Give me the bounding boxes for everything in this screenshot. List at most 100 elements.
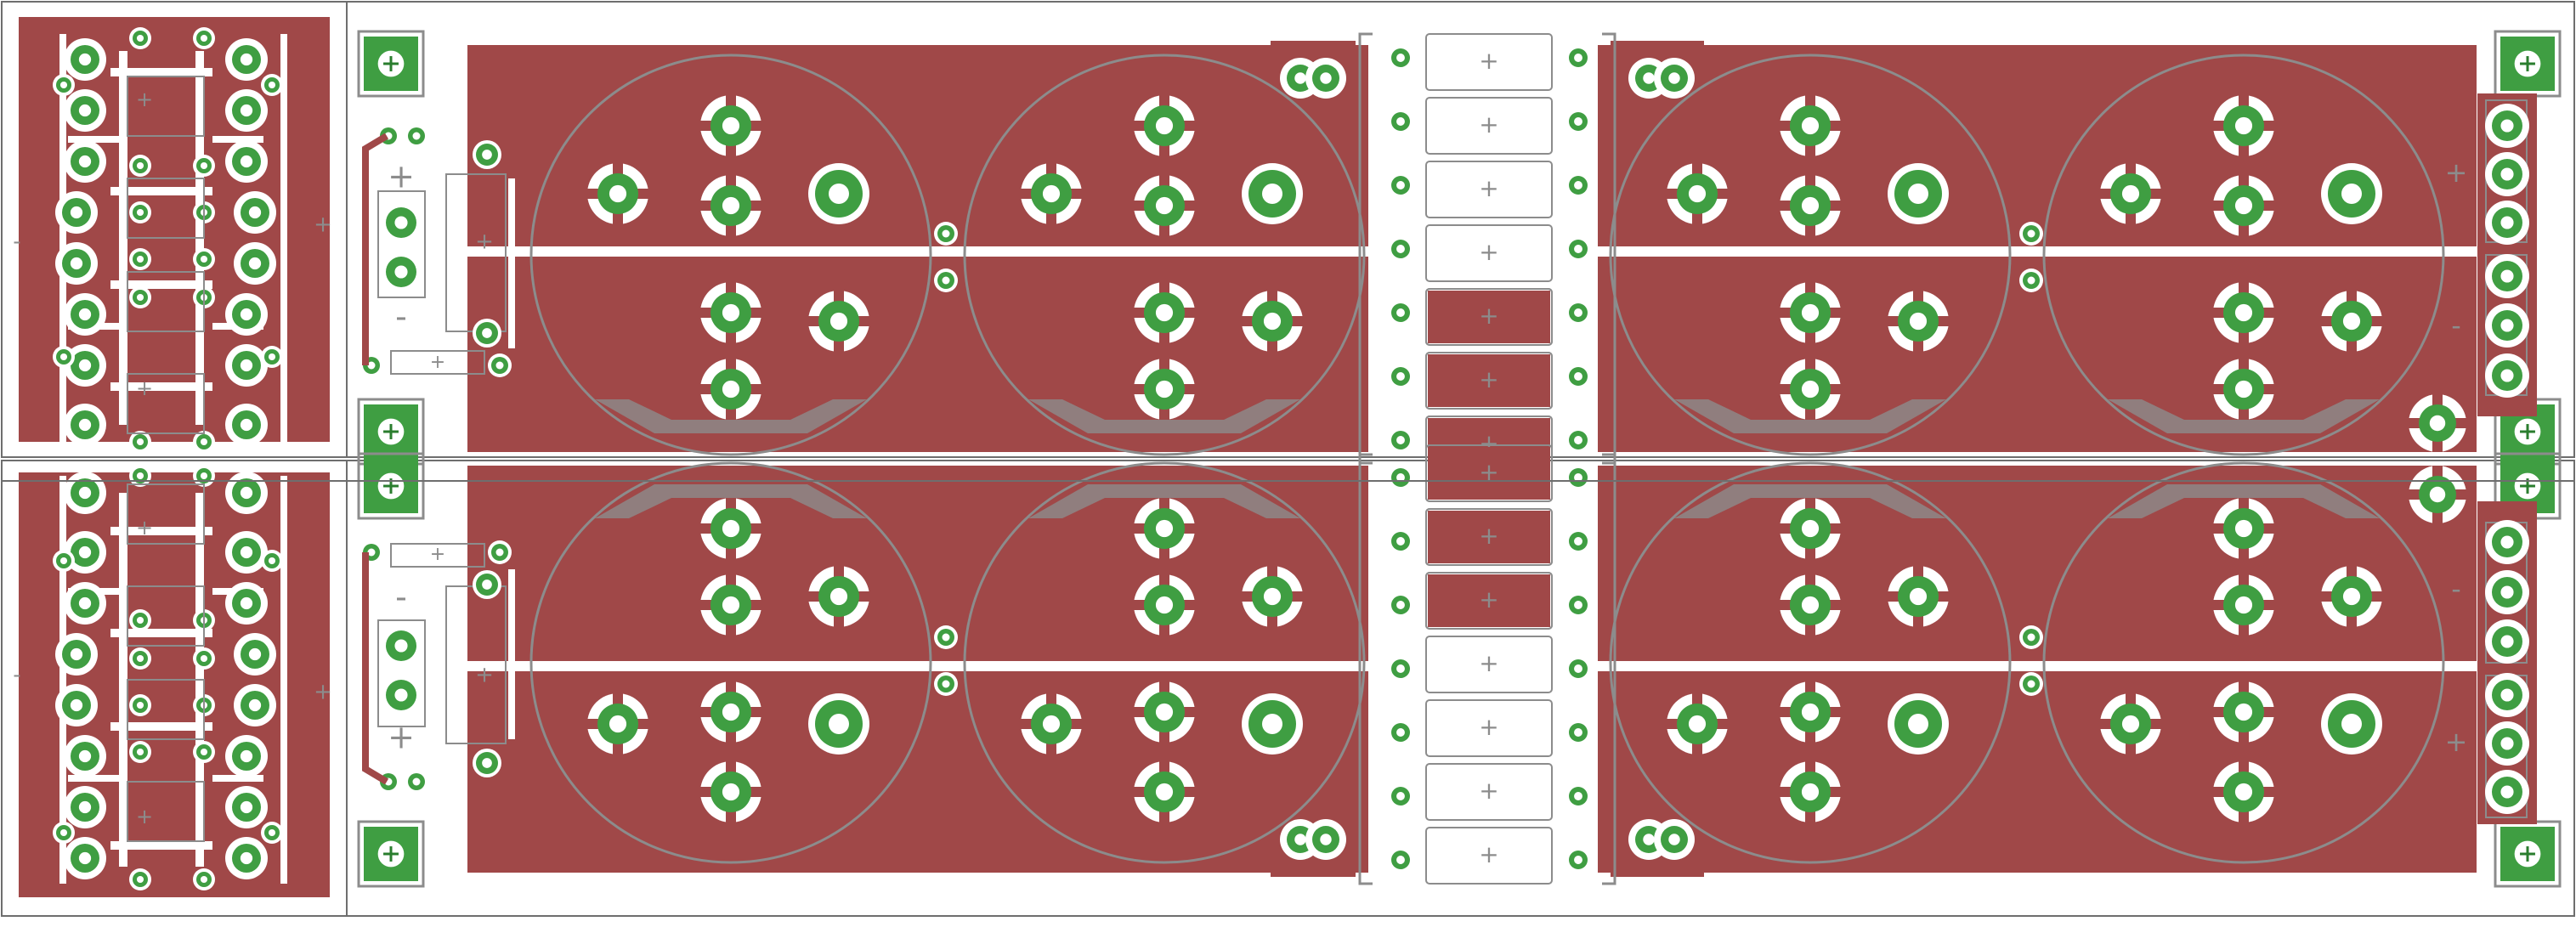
pad-hole (248, 206, 262, 219)
via-hole (136, 161, 144, 170)
pad-hole (829, 184, 849, 204)
via-hole (200, 875, 208, 884)
pad-hole (2121, 184, 2140, 203)
capacitor-polarity-mark (1028, 399, 1300, 433)
via-hole (200, 438, 208, 446)
via-hole (200, 34, 208, 42)
pad-hole (1263, 587, 1282, 606)
silk-plus-label: + (1479, 302, 1498, 330)
pad-hole (2234, 519, 2253, 538)
square-pad-icon (357, 820, 425, 888)
thermal-pad (2213, 175, 2274, 236)
via-hole (268, 81, 276, 89)
silk-plus-label: + (1479, 458, 1498, 486)
via-hole (1396, 372, 1405, 381)
via-hole (495, 548, 504, 557)
thermal-pad (2213, 282, 2274, 343)
center-resistor-array: ++++++++++ (1388, 30, 1591, 473)
via-hole (942, 229, 950, 238)
pad-hole (1155, 519, 1174, 538)
resistor-outline (390, 543, 485, 568)
capacitor-polarity-mark (1674, 484, 1946, 518)
isolation-cut (68, 136, 119, 143)
via-hole (1396, 181, 1405, 189)
pad-hole (240, 418, 253, 432)
thermal-pad (1134, 175, 1195, 236)
via-hole (1396, 856, 1405, 864)
thermal-pad (1780, 498, 1841, 559)
mount-outline (357, 30, 425, 98)
pad-hole (1801, 116, 1820, 135)
resistor-copper (1428, 447, 1550, 500)
via-hole (1574, 728, 1582, 737)
thermal-pad (2100, 163, 2161, 224)
via-hole (1396, 792, 1405, 800)
connector-outline (377, 190, 426, 298)
silk-minus-label: - (395, 298, 407, 336)
capacitor-outline (963, 54, 1366, 456)
capacitor-outline (963, 461, 1366, 864)
thermal-pad (700, 175, 761, 236)
pad-hole (829, 714, 849, 734)
isolation-cut (110, 382, 212, 391)
silk-plus-label: + (388, 719, 415, 756)
via-hole (136, 255, 144, 263)
via-hole (136, 701, 144, 709)
via-hole (1396, 245, 1405, 253)
via-hole (1574, 436, 1582, 444)
silk-plus-label: + (388, 158, 415, 195)
pad-hole (1263, 312, 1282, 331)
resistor-outline (1425, 352, 1553, 410)
capacitor-1 (529, 54, 932, 456)
connector-outline (377, 619, 426, 727)
pad-hole (240, 596, 253, 610)
capacitor-outline (1609, 461, 2012, 864)
via-hole (136, 472, 144, 480)
board-outline (1, 460, 2575, 917)
isolation-cut (119, 493, 127, 867)
pad-hole (240, 308, 253, 321)
pad-hole (1294, 72, 1306, 84)
pad-hole (1801, 380, 1820, 399)
via-hole (200, 255, 208, 263)
pad-hole (722, 519, 740, 538)
board-outline (1, 1, 2575, 458)
thermal-pad (1888, 291, 1949, 352)
via-hole (1396, 728, 1405, 737)
silk-plus-label: + (136, 88, 153, 111)
isolation-cut (280, 476, 287, 884)
pad-hole (1262, 714, 1282, 734)
via-hole (1396, 117, 1405, 126)
via-hole (136, 208, 144, 217)
pad-hole (2341, 714, 2362, 734)
via-hole (136, 875, 144, 884)
thermal-pad (1134, 574, 1195, 636)
pad-hole (1155, 783, 1174, 801)
isolation-cut (110, 68, 212, 76)
square-pad-icon (357, 30, 425, 98)
pad-hole (240, 359, 253, 372)
via-hole (136, 438, 144, 446)
pad-hole (1688, 184, 1707, 203)
thermal-pad (1242, 291, 1303, 352)
pad-hole (2234, 703, 2253, 721)
pad-hole (2500, 585, 2514, 599)
thermal-pad (1134, 95, 1195, 156)
pad-hole (78, 749, 92, 763)
thermal-pad (1134, 761, 1195, 822)
via-hole (1396, 473, 1405, 482)
thermal-pad (2213, 359, 2274, 420)
silk-plus-label: + (430, 352, 445, 373)
pad-hole (1801, 596, 1820, 614)
thermal-pad (1134, 359, 1195, 420)
capacitor-3 (1609, 54, 2012, 456)
capacitor-outline (1609, 54, 2012, 456)
resistor-outline (1425, 97, 1553, 155)
pad-hole (2234, 380, 2253, 399)
pad-hole (2342, 587, 2361, 606)
pad-hole (248, 698, 262, 712)
pad-hole (1801, 519, 1820, 538)
thermal-pad (700, 681, 761, 743)
isolation-cut (280, 34, 287, 442)
